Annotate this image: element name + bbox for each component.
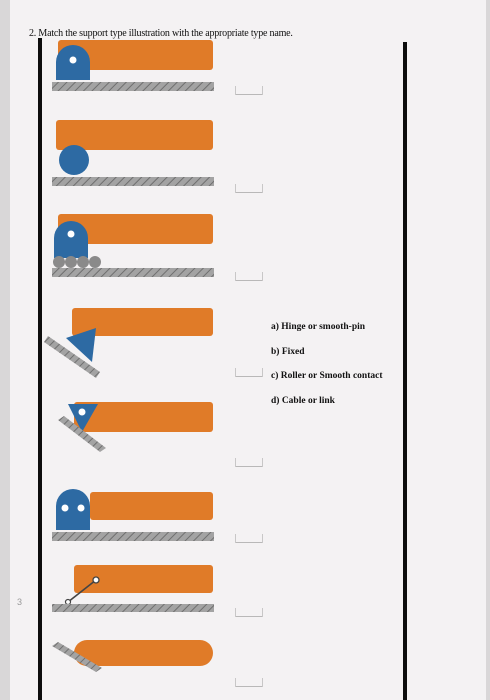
- answer-blank-3[interactable]: [235, 266, 263, 281]
- illustration-1: [52, 40, 214, 91]
- illustration-5: [58, 402, 213, 452]
- illustration-8: [52, 640, 213, 672]
- question-text: 2. Match the support type illustration w…: [29, 28, 293, 39]
- right-border-line: [403, 42, 407, 700]
- option-a: a) Hinge or smooth-pin: [271, 322, 366, 332]
- option-d: d) Cable or link: [271, 395, 335, 406]
- answer-blank-7[interactable]: [235, 602, 263, 617]
- margin-number: 3: [17, 597, 23, 607]
- answer-blank-5[interactable]: [235, 452, 263, 467]
- options-list: a) Hinge or smooth-pin b) Fixed c) Rolle…: [271, 322, 383, 420]
- answer-blank-4[interactable]: [235, 362, 263, 377]
- option-b: b) Fixed: [271, 346, 305, 357]
- left-border-line: [38, 38, 42, 700]
- illustration-6: [52, 489, 214, 541]
- illustration-3: [52, 214, 214, 277]
- answer-blank-1[interactable]: [235, 80, 263, 95]
- option-c: c) Roller or Smooth contact: [271, 371, 383, 381]
- answer-blank-2[interactable]: [235, 178, 263, 193]
- illustration-4: [44, 308, 213, 378]
- answer-blank-6[interactable]: [235, 528, 263, 543]
- support-illustrations: [44, 40, 214, 672]
- illustration-2: [52, 120, 214, 186]
- illustration-7: [52, 565, 214, 612]
- answer-blank-8[interactable]: [235, 672, 263, 687]
